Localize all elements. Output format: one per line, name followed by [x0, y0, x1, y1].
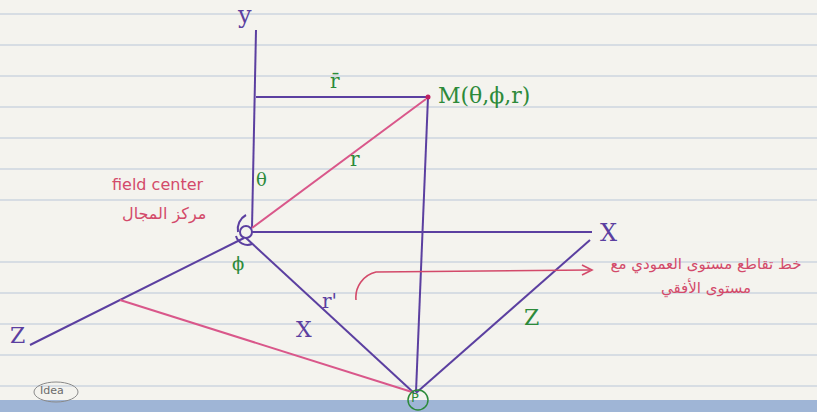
- ruled-lines: [0, 14, 817, 386]
- radius-label: r: [350, 148, 360, 170]
- note-label: خط تقاطع مستوى العمودي مع مستوى الأفقي: [608, 252, 804, 300]
- axis-label: Z: [10, 324, 25, 348]
- note-label: field center: [112, 176, 203, 194]
- angle-arcs: [236, 215, 252, 245]
- axis-label: X: [296, 318, 312, 342]
- vector-label: r̄: [330, 70, 340, 92]
- watermark-outline: [34, 382, 78, 402]
- point-label: M(θ,ϕ,r): [438, 84, 530, 108]
- axes: [30, 30, 592, 393]
- axis-label: Z: [524, 306, 539, 330]
- radius-label: r': [322, 290, 337, 312]
- axis-label: y: [238, 2, 252, 28]
- angle-label: ϕ: [232, 254, 244, 274]
- angle-label: θ: [256, 170, 267, 190]
- axis-label: X: [600, 220, 617, 246]
- point-circle: [408, 390, 428, 410]
- watermark: Idea: [40, 385, 64, 397]
- radius-lines: [120, 99, 426, 392]
- note-label: مركز المجال: [122, 205, 206, 223]
- callout-arrow: [356, 265, 592, 300]
- point-label: P: [411, 391, 419, 405]
- point-m: [426, 95, 431, 100]
